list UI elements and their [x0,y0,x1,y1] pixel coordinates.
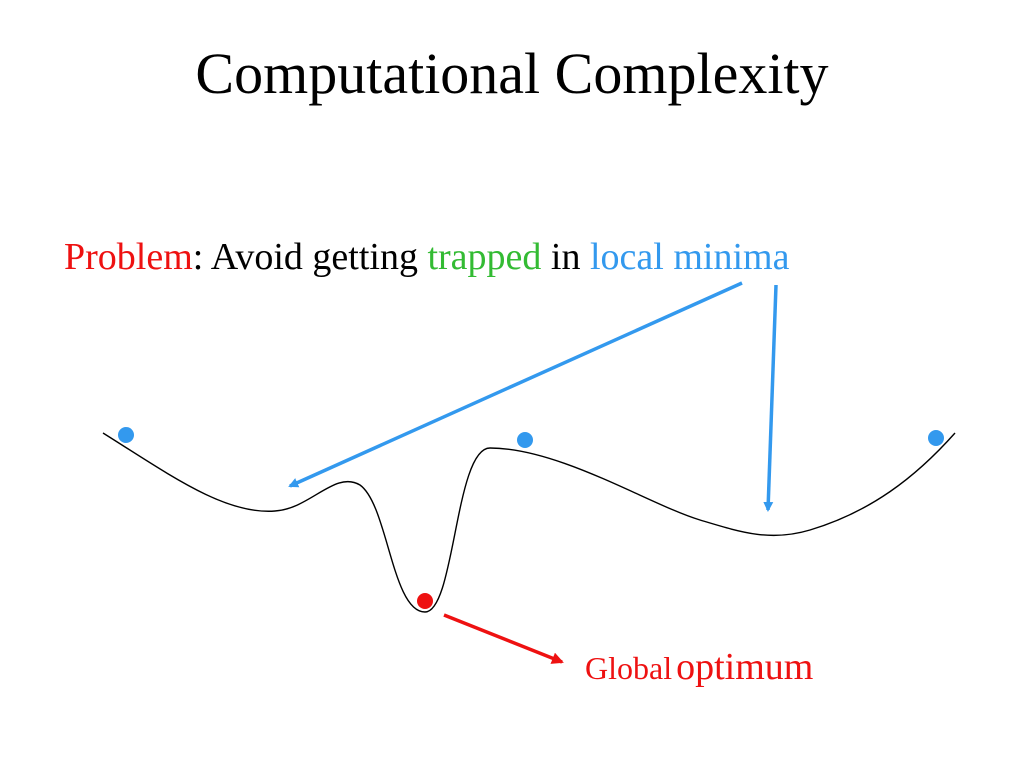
slide-title: Computational Complexity [195,41,829,106]
problem-colon: : [192,236,204,278]
problem-label: Problem [64,236,193,278]
start-point-middle [517,432,533,448]
problem-text-avoid: Avoid getting [203,236,428,278]
problem-text-in: in [541,236,590,278]
start-point-right [928,430,944,446]
problem-statement: Problem: Avoid getting trapped in local … [64,233,789,281]
global-word: Global [585,650,673,686]
local-minima-arrow-left [288,281,743,488]
global-optimum-point [417,593,433,609]
global-optimum-arrow [443,613,564,664]
global-optimum-label: Global optimum [585,645,813,697]
local-minima-arrow-right [763,284,778,512]
trapped-word: trapped [427,236,542,278]
local-minima-label: local minima [589,236,790,278]
start-point-left [118,427,134,443]
optimum-word: optimum [676,646,814,688]
landscape-curve [102,432,956,613]
